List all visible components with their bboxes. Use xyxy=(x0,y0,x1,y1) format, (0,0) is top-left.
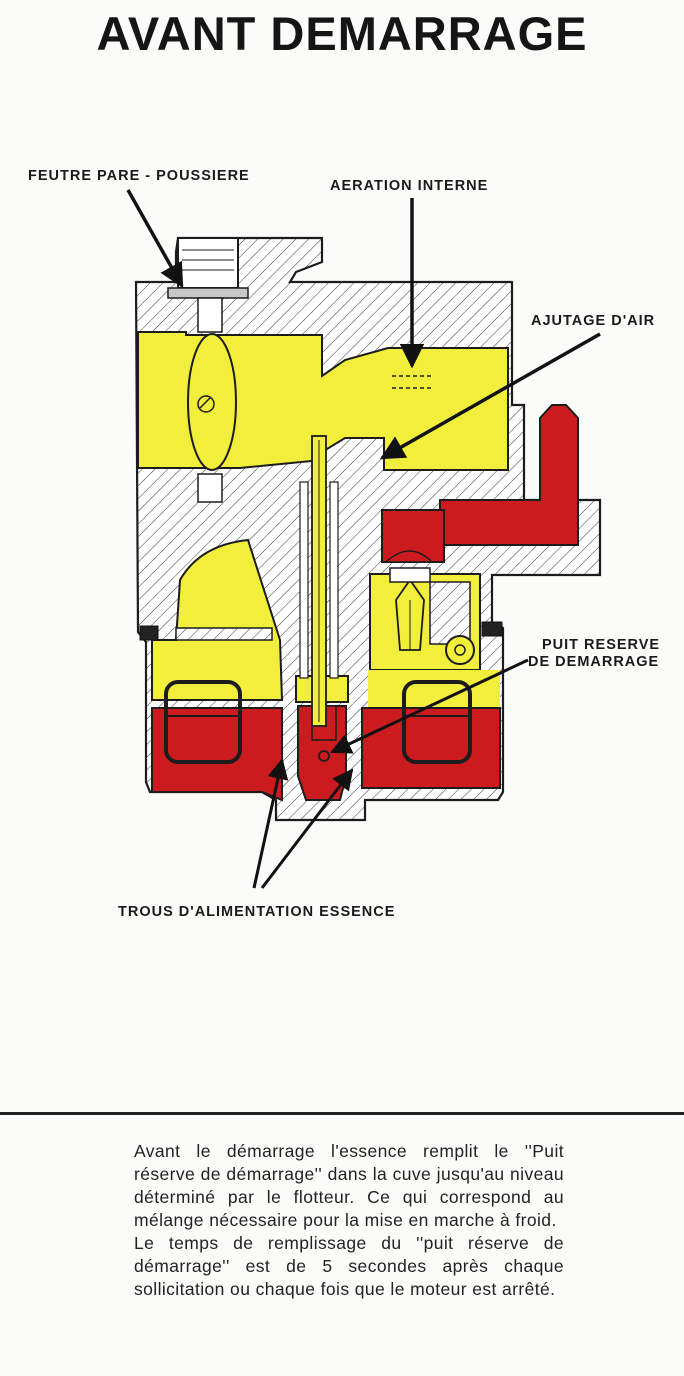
description-paragraph-2: Le temps de remplissage du ''puit réserv… xyxy=(134,1233,564,1299)
leader-arrows xyxy=(126,189,601,889)
dust-felt-cap xyxy=(167,237,249,299)
needle-valve xyxy=(369,567,481,671)
label-reserve-well-line1: PUIT RESERVE xyxy=(542,637,661,653)
fuel-inlet-elbow xyxy=(381,404,579,563)
carburetor-diagram xyxy=(126,189,602,889)
label-fuel-feed-holes: TROUS D'ALIMENTATION ESSENCE xyxy=(118,904,396,920)
description-paragraph-1: Avant le démarrage l'essence remplit le … xyxy=(134,1141,564,1230)
label-dust-felt: FEUTRE PARE - POUSSIERE xyxy=(28,168,250,184)
label-internal-aeration: AERATION INTERNE xyxy=(330,178,489,194)
float-bowl xyxy=(151,538,501,802)
page-title: AVANT DEMARRAGE xyxy=(96,7,588,60)
label-reserve-well-line2: DE DEMARRAGE xyxy=(528,654,660,670)
label-air-jet: AJUTAGE D'AIR xyxy=(531,313,656,329)
emulsion-tube xyxy=(299,435,339,727)
divider xyxy=(0,1112,684,1115)
description-text: Avant le démarrage l'essence remplit le … xyxy=(134,1140,564,1301)
gaskets xyxy=(139,621,503,641)
